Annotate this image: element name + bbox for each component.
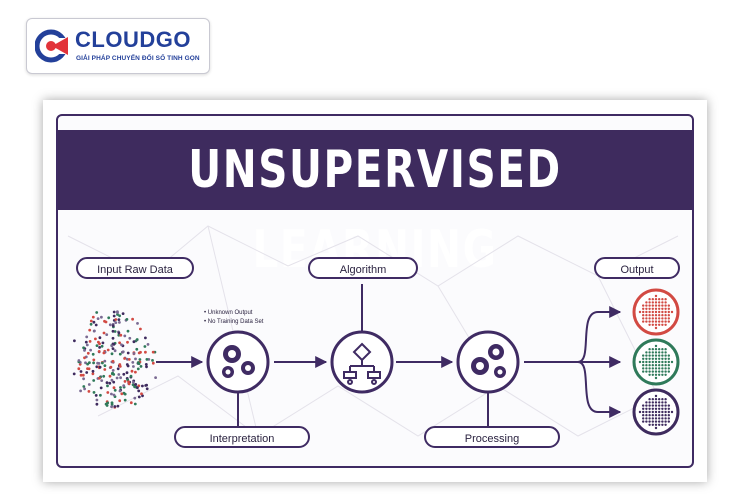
flow-diagram [67, 225, 680, 437]
cloudgo-logo-icon [35, 29, 69, 63]
processing-label: Processing [424, 426, 560, 448]
purple-cluster-icon [632, 388, 680, 436]
brand-logo: CLOUDGO GIẢI PHÁP CHUYỂN ĐỔI SỐ TINH GỌN [26, 18, 210, 74]
scattered-dots-icon [72, 310, 157, 409]
algorithm-node [330, 330, 394, 394]
arrow-to-red-cluster [577, 306, 622, 363]
arrow-to-purple-cluster [577, 361, 622, 418]
diagram-card: UNSUPERVISED LEARNING [56, 114, 694, 468]
interpretation-label: Interpretation [174, 426, 310, 448]
note-unknown-output: • Unknown Output [204, 310, 253, 316]
algorithm-label: Algorithm [308, 257, 418, 279]
gears-icon [471, 344, 506, 378]
gears-icon [222, 345, 255, 378]
brand-tagline: GIẢI PHÁP CHUYỂN ĐỔI SỐ TINH GỌN [76, 55, 200, 62]
output-label: Output [594, 257, 680, 279]
green-cluster-icon [632, 338, 680, 386]
brand-name: CLOUDGO [75, 27, 191, 52]
red-cluster-icon [632, 288, 680, 336]
input-raw-data-label: Input Raw Data [76, 257, 194, 279]
flowchart-icon [343, 342, 381, 385]
connectors [156, 284, 622, 426]
note-no-training-data: • No Training Data Set [204, 319, 264, 325]
interpretation-node [206, 330, 270, 394]
processing-node [456, 330, 520, 394]
